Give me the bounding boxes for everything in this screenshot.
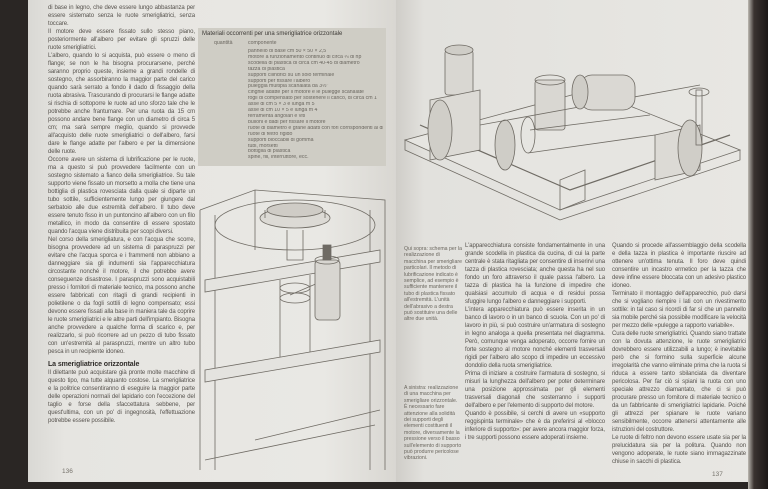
table-item: cinghie adatte per il motore e le pulegg… [248,90,364,96]
table-item: puleggia multipla scanalata da 3½" [248,84,329,90]
caption-bottom: A sinistra: realizzazione di una macchin… [404,385,462,462]
grinder-assembly-illustration [403,44,742,221]
paragraph: Il motore deve essere fissato sullo stes… [48,29,195,51]
table-header-component: componente [248,40,277,46]
paragraph: L'albero, quando lo si acquista, può ess… [48,53,195,155]
caption-top: Qui sopra: schema per la realizzazione d… [404,246,462,323]
grinder-frame-illustration [199,189,386,470]
table-item: motore a funzionamento continuo di circa… [248,54,362,60]
paragraph: Quando si procede all'assemblaggio della… [612,243,746,289]
paragraph: Il dilettante può acquistare già pronte … [48,370,195,424]
page-number-right: 137 [712,471,723,478]
table-item: ruote di feltro rigido [248,131,293,137]
paragraph: Cura delle ruote smerigliatrici. Quando … [612,331,746,433]
table-header-quantity: quantità [214,40,233,46]
table-item: tazza di plastica [248,66,285,72]
table-item: supporti per fissare l'albero [248,78,311,84]
paragraph: Nel corso della smerigliatura, e con l'a… [48,237,195,355]
page-number-left: 136 [62,468,73,475]
paragraph: L'apparecchiatura consiste fondamentalme… [465,243,605,305]
table-item: asse di cm 5 × 3 e lunga m 5 [248,102,315,108]
table-item: tubi, morsetti [248,143,278,149]
table-title: Materiali occorrenti per una smerigliatr… [202,31,343,37]
table-item: ferramenta angolari e viti [248,113,306,119]
table-item: scodella di plastica di circa cm 40-45 d… [248,60,360,66]
table-item: pannello di base cm 50 × 50 × 2,5 [248,49,327,54]
paragraph: Le ruote di feltro non devono essere usa… [612,435,746,465]
paragraph: Prima di iniziare a costruire l'armatura… [465,371,605,409]
right-text-column-1: L'apparecchiatura consiste fondamentalme… [465,242,605,442]
table-item: spine, fili, interruttore, ecc. [248,155,309,161]
page-edge [748,0,768,489]
table-item: asse di cm 10 × 5 e lunga m 4 [248,108,318,114]
table-item: bulloni e dadi per fissare il motore [248,119,326,125]
table-item: ruote di diametro e grane adatti con for… [248,125,383,131]
paragraph: Quando è possibile, si cerchi di avere u… [465,411,605,441]
materials-table: Materiali occorrenti per una smerigliatr… [198,28,386,166]
table-item: supporti bloccabili di gomma [248,137,314,143]
paragraph: Occorre avere un sistema di lubrificazio… [48,157,195,235]
right-text-column-2: Quando si procede all'assemblaggio della… [612,242,746,466]
paragraph: Terminato il montaggio dell'apparecchio,… [612,291,746,329]
paragraph: di base in legno, che deve essere lungo … [48,5,195,27]
paragraph: L'intera apparecchiatura può essere inse… [465,307,605,369]
table-item: supporti cilindrici su un solo terminale [248,72,335,78]
table-item: bottiglia di plastica [248,149,291,155]
table-item: fogli di compensato per sostenere il car… [248,96,377,102]
left-text-column: di base in legno, che deve essere lungo … [48,4,195,425]
section-heading: La smerigliatrice orizzontale [48,361,140,368]
